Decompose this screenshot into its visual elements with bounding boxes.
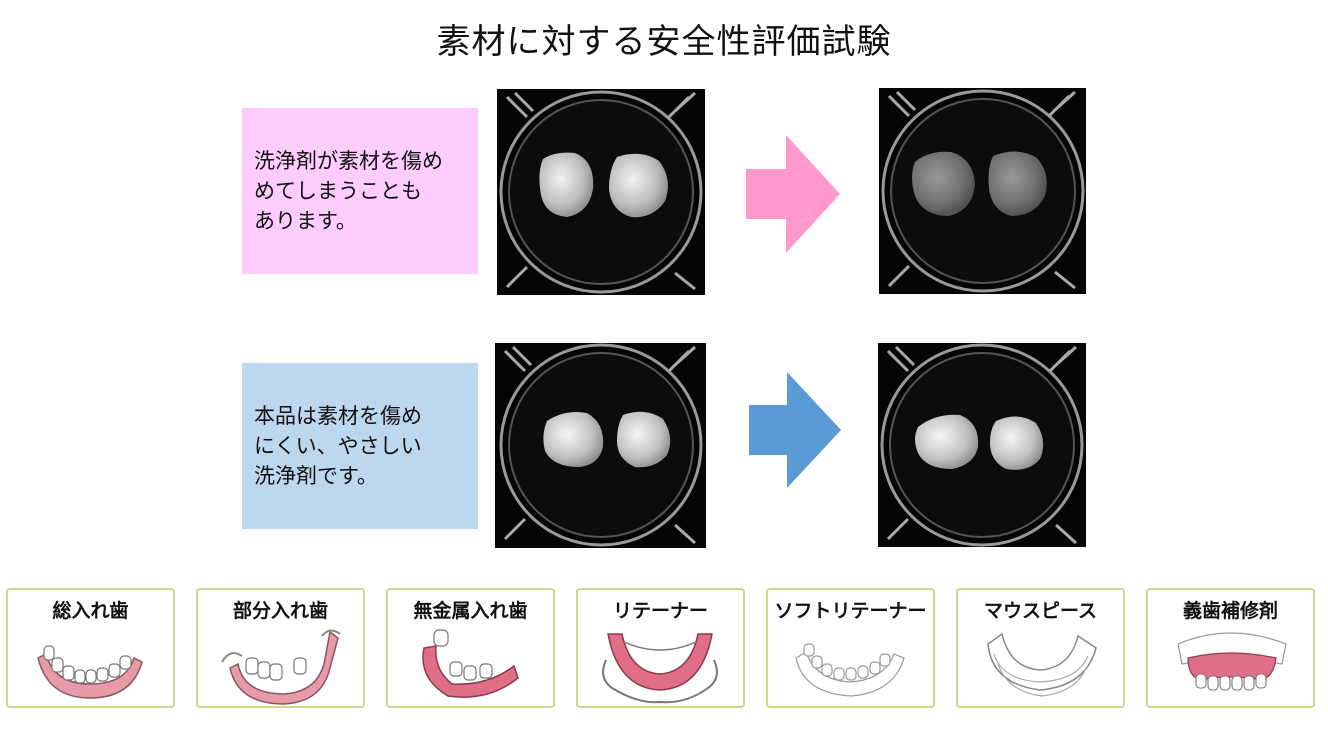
page-title: 素材に対する安全性評価試験 [436, 22, 892, 62]
category-label: 義歯補修剤 [1182, 600, 1278, 622]
full-denture-icon [37, 645, 143, 699]
sample-photo-before-product [495, 343, 706, 548]
category-card: 義歯補修剤 [1146, 588, 1315, 708]
sample-photo-after-competitor [879, 88, 1086, 294]
soft-retainer-icon [795, 643, 905, 697]
sample-photo-before-competitor [497, 89, 705, 295]
partial-denture-icon [221, 629, 341, 705]
denture-repair-icon [1177, 632, 1287, 691]
category-card: リテーナー [576, 588, 745, 708]
arrow-right-icon [749, 372, 841, 488]
category-card: 総入れ歯 [6, 588, 175, 708]
product-note: 本品は素材を傷め にくい、やさしい 洗浄剤です。 [242, 363, 478, 529]
category-card: 無金属入れ歯 [386, 588, 555, 708]
category-label: リテーナー [612, 600, 708, 622]
category-label: マウスピース [983, 600, 1098, 622]
category-label: 無金属入れ歯 [413, 600, 528, 622]
category-label: 部分入れ歯 [232, 600, 328, 622]
sample-photo-after-product [878, 343, 1086, 547]
category-card: マウスピース [956, 588, 1125, 708]
category-card: 部分入れ歯 [196, 588, 365, 708]
category-card: ソフトリテーナー [766, 588, 935, 708]
category-label: ソフトリテーナー [774, 600, 927, 622]
metal-free-denture-icon [422, 629, 519, 698]
mouthpiece-icon [987, 632, 1097, 697]
retainer-icon [602, 633, 718, 704]
arrow-right-icon [746, 135, 840, 253]
denture-category-list: 総入れ歯 部分入れ歯 無金属入れ歯 [0, 588, 1328, 710]
category-label: 総入れ歯 [52, 600, 129, 622]
warning-note: 洗浄剤が素材を傷め めてしまうことも あります。 [242, 108, 478, 274]
